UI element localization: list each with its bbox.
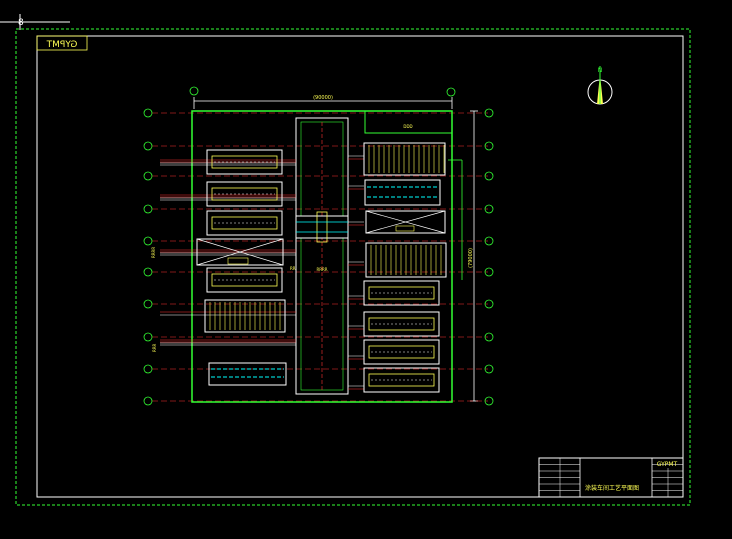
title-block-company: GYPMT (657, 461, 678, 468)
open-area-right (365, 210, 446, 234)
grid-bubble-left (143, 364, 153, 374)
booth-unit-1 (206, 149, 283, 175)
central-conveyor: RRRR (295, 117, 349, 395)
dim-top-text: (90000) (313, 95, 333, 101)
booth-inner (368, 317, 435, 331)
grid-bubble-right (484, 236, 494, 246)
grid-bubble-right (484, 171, 494, 181)
stamp-text: GYPMT (46, 40, 77, 50)
right-booth-units (363, 280, 440, 393)
left-tag-a: RR (290, 266, 296, 271)
grid-bubble-top-left (189, 86, 199, 96)
north-label: N (598, 67, 603, 74)
dim-right-text: (79000) (468, 248, 474, 268)
cursor-label: 8 (18, 18, 24, 28)
booth-unit-2 (206, 181, 283, 207)
dimension-right: (79000) (468, 110, 478, 402)
grid-bubble-left (143, 171, 153, 181)
conveyor-rails (160, 155, 364, 390)
grid-bubble-right (484, 267, 494, 277)
right-equipment-column (363, 142, 463, 393)
tank-left (208, 362, 287, 386)
grid-lines (143, 108, 494, 406)
tank-right (364, 179, 441, 206)
grid-bubble-left (143, 236, 153, 246)
dimension-top: (90000) (193, 95, 453, 109)
grid-bubble-left (143, 396, 153, 406)
title-block: GYPMT 涂装车间工艺平面图 (538, 457, 684, 498)
grid-bubble-left (143, 299, 153, 309)
grid-bubble-left (143, 332, 153, 342)
booth-unit (363, 367, 440, 393)
grid-bubble-right (484, 108, 494, 118)
grid-bubble-left (143, 204, 153, 214)
top-room-label: DDD (403, 124, 412, 129)
booth-unit-4 (206, 267, 283, 293)
north-arrow-icon: N (587, 66, 613, 105)
room-top-right: DDD (364, 110, 453, 134)
grid-bubble-right (484, 396, 494, 406)
left-equipment-column: RRRR RRR RR (151, 149, 296, 386)
sheet-outer-frame (15, 28, 691, 506)
storage-block-right-2 (365, 242, 447, 278)
grid-bubble-right (484, 141, 494, 151)
stamp-box: GYPMT (36, 35, 88, 51)
grid-bubble-right (484, 364, 494, 374)
drawing-title: 涂装车间工艺平面图 (585, 484, 639, 492)
booth-unit-3 (206, 210, 283, 236)
grid-bubble-right (484, 332, 494, 342)
storage-block-left (204, 299, 286, 333)
left-label-mid: RRRR (151, 247, 156, 258)
grid-bubble-right (484, 204, 494, 214)
booth-inner (368, 345, 435, 359)
center-tag: RRRR (316, 267, 327, 272)
grid-bubble-right (484, 299, 494, 309)
grid-bubble-left (143, 267, 153, 277)
grid-bubble-top-right (446, 87, 456, 97)
building-outline (191, 110, 453, 403)
open-area-left (196, 238, 284, 266)
sheet-inner-frame (36, 35, 684, 498)
left-label-low: RRR (152, 343, 157, 352)
booth-unit (363, 339, 440, 365)
booth-unit (363, 311, 440, 337)
storage-block-right-1 (363, 142, 446, 176)
booth-unit (363, 280, 440, 306)
booth-inner (368, 373, 435, 387)
booth-inner (368, 286, 435, 300)
grid-bubble-left (143, 108, 153, 118)
crosshair-cursor: 8 (0, 14, 70, 30)
grid-bubble-left (143, 141, 153, 151)
